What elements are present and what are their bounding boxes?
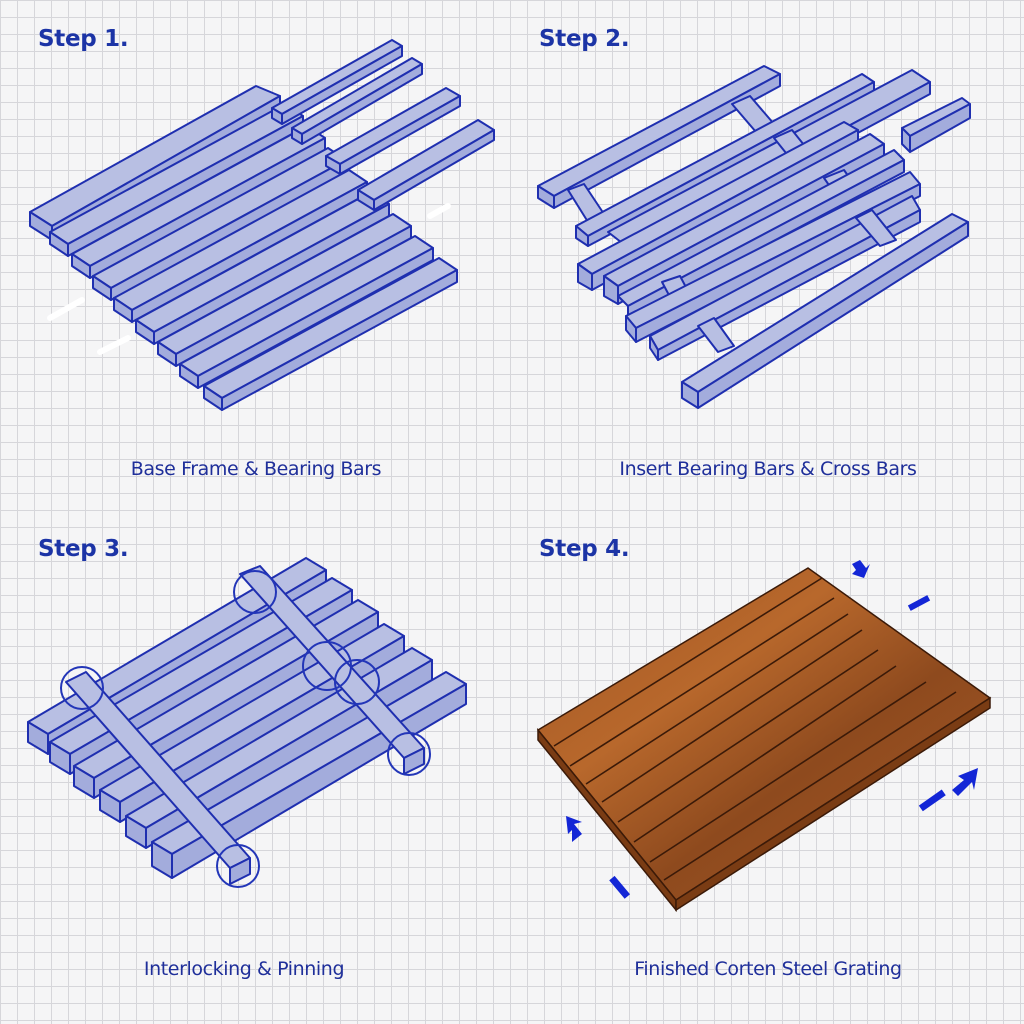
step-3-title: Step 3. [38,536,129,562]
step-4-panel: Step 4. [512,512,1024,1024]
bearing-bars [27,557,467,879]
arrow-icon [566,816,582,842]
step-2-caption: Insert Bearing Bars & Cross Bars [619,458,917,480]
step-2-panel: Step 2. [512,0,1024,512]
step-3-panel: Step 3. [0,512,512,1024]
step-3-caption: Interlocking & Pinning [143,958,345,980]
step-4-title: Step 4. [539,536,630,562]
step-1-caption: Base Frame & Bearing Bars [130,458,382,480]
pin-circle-icon [233,570,277,614]
corten-grating [536,567,992,913]
interlock-circle-icon [302,641,352,691]
step-1-title: Step 1. [38,26,129,52]
cross-bars [65,565,425,885]
dash-icon [609,875,631,899]
bearing-bars [537,65,971,409]
insert-arrows [47,203,451,355]
step-2-title: Step 2. [539,26,630,52]
direction-arrows [566,560,978,899]
step-2-illustration [537,65,971,409]
step-4-caption: Finished Corten Steel Grating [634,958,902,980]
pin-circle-icon [216,844,260,888]
arrow-icon [852,560,870,578]
arrow-icon [952,768,978,796]
dash-icon [907,595,931,611]
interlock-circle-icon [334,659,380,705]
bearing-bars [29,39,495,411]
step-4-illustration [536,560,992,913]
step-1-panel: Step 1. [0,0,512,512]
pin-circle-icon [60,666,104,710]
pin-circle-icon [387,732,431,776]
step-3-illustration [27,557,467,888]
pin-circles [60,570,431,888]
dash-icon [918,789,946,812]
step-1-illustration [29,39,495,411]
